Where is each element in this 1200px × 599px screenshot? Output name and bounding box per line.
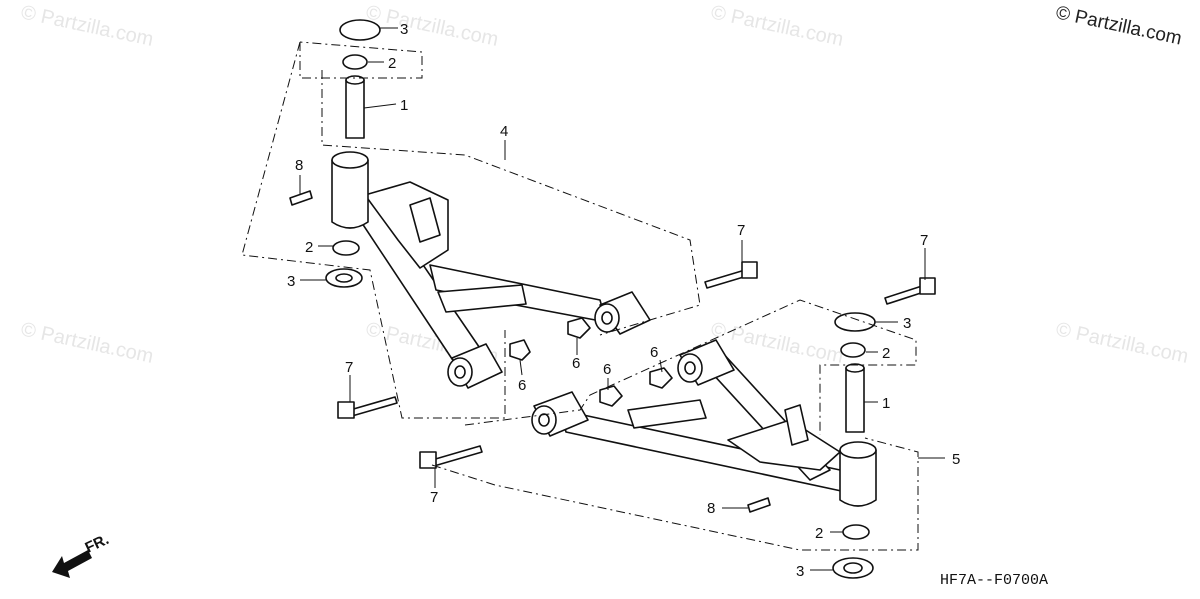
lower-pivot-collar-top [839, 441, 877, 459]
washer-upper-bottom [332, 240, 360, 256]
shock-mount-tab [409, 197, 441, 243]
callout-2: 2 [388, 55, 396, 72]
callout-1: 1 [400, 97, 408, 114]
upper-arm-cross-tube [437, 284, 527, 313]
collar-upper [345, 79, 365, 139]
bolt-upper-rear [704, 269, 748, 289]
bolt-upper-front [349, 396, 398, 417]
lower-pivot-collar [839, 449, 877, 507]
upper-pivot-collar-top [331, 151, 369, 169]
callout-4: 4 [500, 123, 508, 140]
copyright-notice: © Partzilla.com [1054, 2, 1184, 49]
grease-nipple-lower [747, 497, 771, 513]
rubber-cushion-top [339, 19, 381, 41]
callout-7: 7 [737, 222, 745, 239]
nut-b [509, 339, 531, 361]
watermark: © Partzilla.com [709, 1, 845, 51]
callout-3: 3 [903, 315, 911, 332]
callout-7: 7 [430, 489, 438, 506]
callouts: 3 2 1 4 8 2 3 7 7 7 7 6 6 6 6 3 2 1 5 8 … [287, 21, 960, 580]
bolt-lower-front [431, 445, 483, 467]
hardware [289, 19, 936, 579]
watermark: © Partzilla.com [19, 318, 155, 368]
watermark: © Partzilla.com [364, 1, 500, 51]
nut-a [567, 317, 591, 339]
callout-8: 8 [295, 157, 303, 174]
watermark: © Partzilla.com [1054, 318, 1190, 368]
washer-top [342, 54, 368, 70]
leader-lines [299, 27, 945, 571]
washer-lower-top [840, 342, 866, 358]
callout-8: 8 [707, 500, 715, 517]
lower-shock-mount-tab [784, 404, 809, 446]
lower-arm-cross-tube [627, 399, 707, 429]
callout-2: 2 [882, 345, 890, 362]
callout-6: 6 [518, 377, 526, 394]
upper-pivot-collar [331, 159, 369, 229]
washer-lower-bottom [842, 524, 870, 540]
front-arrow-icon [52, 550, 92, 578]
callout-3: 3 [287, 273, 295, 290]
callout-7: 7 [345, 359, 353, 376]
collar-lower [845, 367, 865, 433]
callout-2: 2 [815, 525, 823, 542]
callout-7: 7 [920, 232, 928, 249]
callout-3: 3 [400, 21, 408, 38]
rubber-cushion-lower-top [834, 312, 876, 332]
callout-5: 5 [952, 451, 960, 468]
diagram-code: HF7A--F0700A [940, 572, 1048, 589]
grease-nipple-upper [289, 190, 313, 206]
nut-c [649, 367, 673, 389]
watermark: © Partzilla.com [19, 1, 155, 51]
nut-d [599, 385, 623, 407]
group-outlines [241, 41, 919, 551]
callout-6: 6 [603, 361, 611, 378]
callout-6: 6 [572, 355, 580, 372]
lower-arm-bracket [727, 419, 841, 471]
direction-label: FR. [83, 531, 112, 557]
front-direction-indicator: FR. [52, 531, 112, 578]
callout-1: 1 [882, 395, 890, 412]
callout-6: 6 [650, 344, 658, 361]
lower-arm-assembly [531, 339, 877, 507]
callout-2: 2 [305, 239, 313, 256]
callout-3: 3 [796, 563, 804, 580]
upper-arm-assembly [331, 151, 651, 389]
